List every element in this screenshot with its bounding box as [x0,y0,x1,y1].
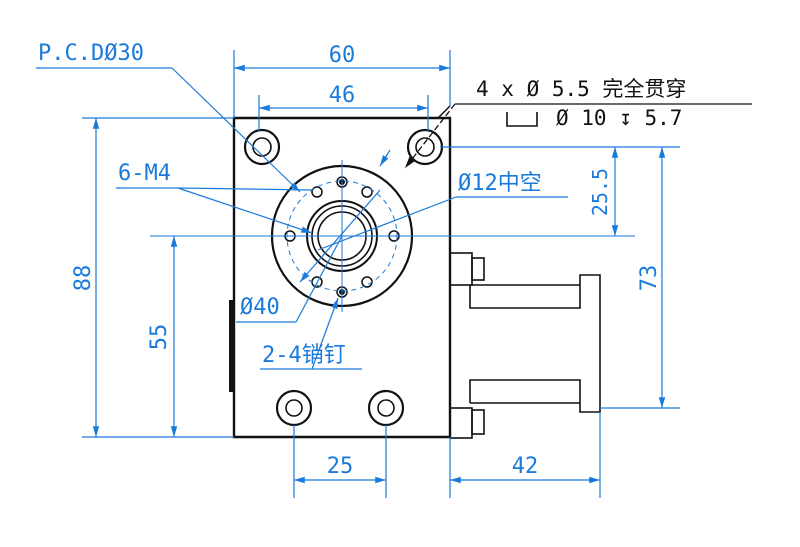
left-rib [229,300,235,392]
dim-label-25: 25 [327,454,354,479]
pcd-circle [286,180,398,292]
mount-hole-top-left [243,128,281,166]
dim-label-42: 42 [512,454,539,479]
dia40-label: Ø40 [240,295,280,320]
pcd-label: P.C.DØ30 [38,41,144,66]
connector-lower-flange [449,407,473,439]
pins-leader [311,297,339,370]
mount-hole-bottom-left [275,389,313,427]
mount-hole-bottom-right [367,389,405,427]
counterbore-icon [506,112,538,127]
side-connector [449,252,601,439]
holes-label-line2: Ø 10 ↧ 5.7 [556,106,682,130]
dim-label-60: 60 [329,43,356,68]
dim-label-46: 46 [329,83,356,108]
holes-leader [404,103,456,169]
pcd-leader [171,67,301,193]
dim-label-88: 88 [71,265,96,292]
connector-upper-nut [471,257,485,281]
mount-hole-top-right [406,128,444,166]
pins-label: 2-4销钉 [262,343,346,368]
dimensions: 60 46 88 55 25.5 73 25 42 [71,43,680,498]
hollow-leader [317,196,457,251]
motor-body [469,274,601,413]
hollow-label: Ø12中空 [458,171,542,196]
dia40-leader [295,235,343,323]
dim-label-73: 73 [637,265,662,292]
callouts: P.C.DØ30 6-M4 Ø12中空 Ø40 2-4销钉 4 x Ø 5.5 … [36,41,752,370]
dim-label-25-5: 25.5 [588,168,612,216]
connector-upper-flange [449,252,473,286]
holes-label-line1: 4 x Ø 5.5 完全贯穿 [476,77,686,101]
connector-lower-nut [471,409,485,435]
center-lines [150,160,635,312]
thread-leader [177,187,313,234]
dim-label-55: 55 [147,324,172,351]
thread-label: 6-M4 [118,161,171,186]
chamfer-mark [437,105,451,119]
